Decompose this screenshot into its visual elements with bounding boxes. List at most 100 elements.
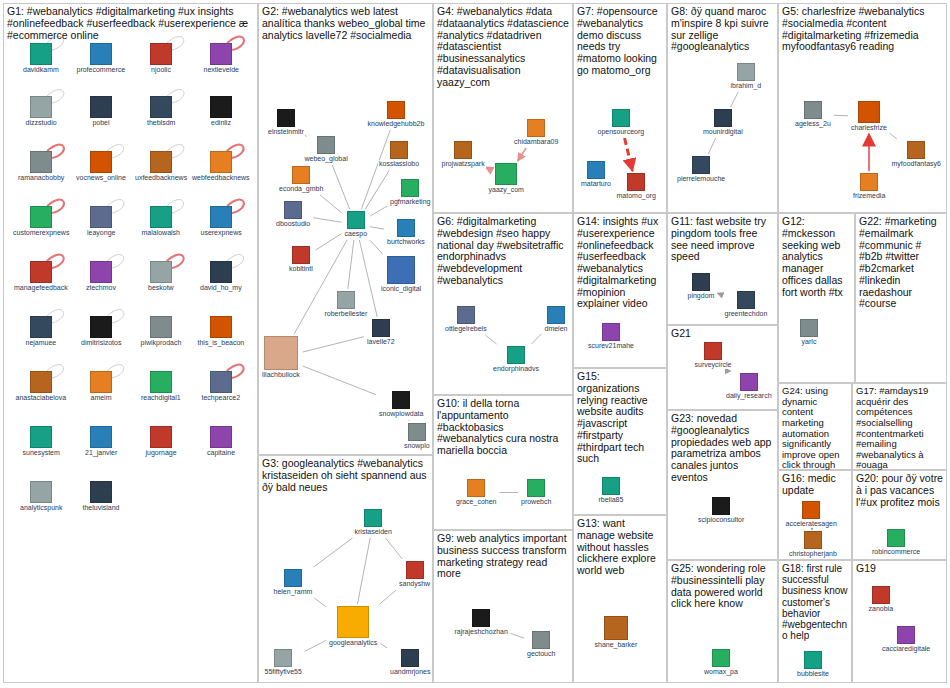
avatar-icon <box>472 609 490 627</box>
avatar-icon <box>90 371 112 393</box>
user-node: ibrahim_d <box>730 63 763 90</box>
group-heading: G14: insights #ux #userexperience #onlin… <box>574 214 666 310</box>
user-node: cacciaredigitale <box>881 626 931 653</box>
group-heading: G15: organizations relying reactive webs… <box>574 369 666 465</box>
user-name: dboostudio <box>275 220 311 228</box>
user-name: davidkamm <box>22 66 60 74</box>
avatar-icon <box>30 96 52 118</box>
group-panel: G11: fast website try pingdom tools free… <box>667 213 778 325</box>
avatar-icon <box>372 319 390 337</box>
user-node: myfoodfantasy6 <box>891 141 942 168</box>
user-node: kobltintl <box>288 246 314 273</box>
user-node: profecommerce <box>76 43 127 74</box>
user-name: daily_research <box>725 392 773 400</box>
avatar-icon <box>408 423 426 441</box>
avatar-icon <box>602 477 620 495</box>
group-panel: G5: charlesfrize #webanalytics #socialme… <box>778 3 947 213</box>
group-panel: G12: #mckesson seeking web analytics man… <box>778 213 855 383</box>
user-name: bubblesite <box>796 670 830 678</box>
user-name: snowplowdata <box>378 410 424 418</box>
group-panel: G10: il della torna l'appuntamento #back… <box>433 395 573 530</box>
avatar-icon <box>30 261 52 283</box>
user-name: endorphinadvs <box>492 365 540 373</box>
user-node: scurev21mahe <box>587 323 635 350</box>
user-name: matarturo <box>580 180 612 188</box>
user-name: beskotw <box>147 284 175 292</box>
user-node: webfeedbacknews <box>191 151 251 182</box>
group-panel: G19zanobiacacciaredigitale <box>852 560 947 683</box>
user-node: burtchworks <box>386 219 426 246</box>
avatar-icon <box>150 206 172 228</box>
edge-line <box>731 92 739 107</box>
avatar-icon <box>210 43 232 65</box>
edge-line <box>357 538 370 604</box>
user-node: customerexpnews <box>12 206 70 237</box>
avatar-icon <box>527 119 545 137</box>
avatar-icon <box>284 569 302 587</box>
avatar-icon <box>150 151 172 173</box>
user-node: iconic_digital <box>380 256 422 293</box>
avatar-icon <box>292 246 310 264</box>
user-node: scipioconsultor <box>697 497 745 524</box>
avatar-icon <box>527 479 545 497</box>
edge-line <box>834 115 848 117</box>
avatar-icon <box>467 479 485 497</box>
avatar-icon <box>714 109 732 127</box>
user-name: kristaseiden <box>354 528 393 536</box>
avatar-icon <box>90 151 112 173</box>
user-node: lavelle72 <box>366 319 396 346</box>
avatar-icon <box>872 586 890 604</box>
avatar-icon <box>210 426 232 448</box>
avatar-icon <box>150 261 172 283</box>
user-name: webfeedbacknews <box>191 174 251 182</box>
edge-line <box>812 529 813 530</box>
user-name: rajrajeshchozhan <box>454 628 509 636</box>
user-name: snowplo <box>403 442 431 450</box>
user-node: grace_cohen <box>455 479 497 506</box>
user-node: capitaine <box>206 426 236 457</box>
user-name: david_ho_my <box>199 284 243 292</box>
edge-layer <box>294 92 897 651</box>
group-panel: G1: #webanalytics #digitalmarketing #ux … <box>3 3 258 683</box>
user-node: roberbellester <box>324 291 369 318</box>
avatar-icon <box>704 342 722 360</box>
user-name: vocnews_online <box>75 174 127 182</box>
user-node: helen_ramm <box>273 569 314 596</box>
user-name: robincommerce <box>871 548 921 556</box>
group-heading: G4: #webanalytics #data #dataanalytics #… <box>434 4 572 88</box>
user-name: prowebch <box>520 498 552 506</box>
user-node: chidambara09 <box>513 119 559 146</box>
user-name: lilachbullock <box>261 371 301 379</box>
avatar-icon <box>457 306 475 324</box>
user-name: dmelen <box>544 325 569 333</box>
avatar-icon <box>858 101 880 123</box>
group-heading: G9: web analytics important business suc… <box>434 531 572 580</box>
user-name: pgfmarketing <box>389 198 431 206</box>
edge-line <box>359 240 377 317</box>
user-name: greentechdon <box>724 310 769 318</box>
user-node: analyticspunk <box>19 481 63 512</box>
group-panel: G6: #digitalmarketing #webdesign #seo ha… <box>433 213 573 395</box>
user-node: sunesystem <box>22 426 61 457</box>
avatar-icon <box>737 63 755 81</box>
user-node: dizzstudio <box>25 96 58 127</box>
avatar-icon <box>887 529 905 547</box>
edge-line <box>531 334 541 344</box>
user-name: googleanalytics <box>328 639 378 647</box>
user-node: ottlegelrebels <box>444 306 488 333</box>
avatar-icon <box>387 256 415 284</box>
user-node: pierrelemouche <box>676 156 726 183</box>
avatar-icon <box>210 371 232 393</box>
avatar-icon <box>90 316 112 338</box>
group-panel: G25: wondering role #businessintelli pla… <box>667 560 778 683</box>
user-node: mounirdigital <box>702 109 744 136</box>
user-node: malalowalsh <box>141 206 182 237</box>
user-name: leayonge <box>86 229 116 237</box>
avatar-icon <box>532 631 550 649</box>
group-heading: G3: googleanalytics #webanalytics krista… <box>259 456 432 493</box>
user-node: njoolic <box>150 43 172 74</box>
user-name: this_is_beacon <box>197 339 246 347</box>
user-node: robincommerce <box>871 529 921 556</box>
user-node: managefeedback <box>13 261 69 292</box>
